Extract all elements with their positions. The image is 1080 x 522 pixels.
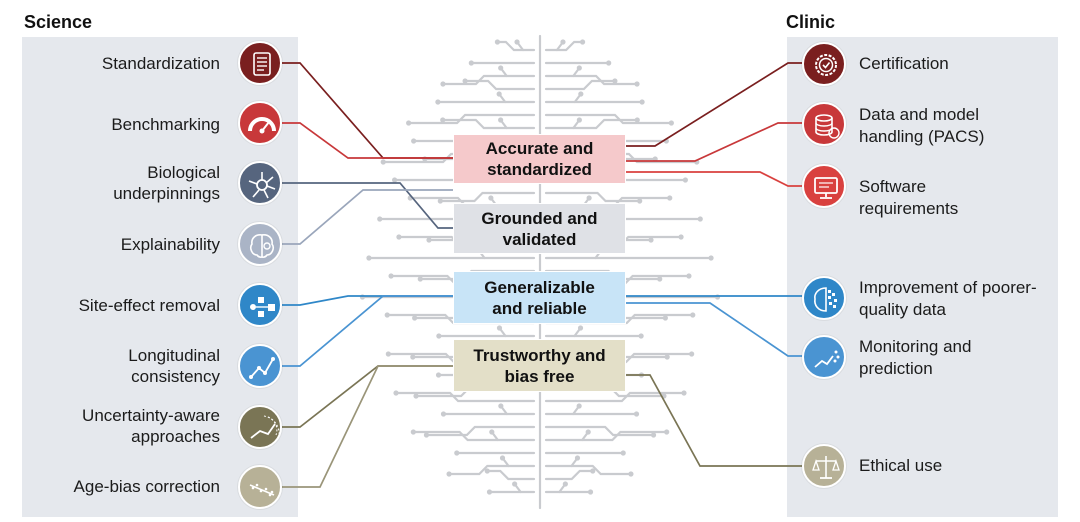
- science-label-standardization: Standardization: [101, 54, 220, 73]
- neuron-icon: [238, 161, 282, 205]
- center-box-generalizable: Generalizable and reliable: [453, 271, 626, 324]
- clinic-label-software: Software requirements: [859, 177, 959, 218]
- connector-line: [626, 122, 802, 162]
- brain-scan-icon: [802, 276, 846, 320]
- science-label-site-effect: Site-effect removal: [78, 296, 220, 315]
- uncertainty-plot-icon: [238, 405, 282, 449]
- center-box-label: Trustworthy and bias free: [473, 345, 606, 386]
- connector-line: [282, 365, 453, 428]
- center-box-label: Generalizable and reliable: [484, 277, 595, 318]
- science-label-benchmarking: Benchmarking: [111, 115, 220, 134]
- science-label-longitudinal: Longitudinal consistency: [128, 346, 220, 386]
- monitor-icon: [802, 164, 846, 208]
- science-label-explainability: Explainability: [120, 235, 220, 254]
- connector-line: [282, 182, 453, 229]
- database-icon: [802, 102, 846, 146]
- science-label-age-bias: Age-bias correction: [73, 477, 220, 496]
- clinic-label-data-model: Data and model handling (PACS): [859, 105, 985, 146]
- connector-line: [626, 302, 802, 357]
- clinic-label-improvement: Improvement of poorer-quality data: [859, 278, 1037, 319]
- connector-line: [626, 374, 802, 467]
- scales-icon: [802, 444, 846, 488]
- connector-line: [282, 365, 453, 488]
- connector-line: [282, 62, 453, 159]
- center-box-trustworthy: Trustworthy and bias free: [453, 339, 626, 392]
- trend-line-icon: [238, 344, 282, 388]
- gauge-icon: [238, 101, 282, 145]
- prediction-plot-icon: [802, 335, 846, 379]
- center-box-label: Accurate and standardized: [485, 139, 594, 179]
- science-heading: Science: [24, 12, 93, 32]
- document-list-icon: [238, 41, 282, 85]
- clinic-label-monitoring: Monitoring and prediction: [859, 337, 972, 378]
- connector-line: [626, 171, 802, 187]
- clinic-heading: Clinic: [786, 12, 836, 32]
- clinic-label-ethical: Ethical use: [859, 456, 943, 475]
- center-box-label: Grounded and validated: [481, 208, 598, 249]
- certificate-badge-icon: [802, 42, 846, 86]
- center-box-grounded: Grounded and validated: [453, 203, 626, 254]
- connector-line: [282, 122, 453, 159]
- clinic-label-certification: Certification: [859, 54, 949, 73]
- flowchart-icon: [238, 283, 282, 327]
- connector-line: [282, 189, 453, 245]
- center-box-accurate: Accurate and standardized: [453, 134, 626, 184]
- connector-line: [282, 295, 453, 306]
- science-label-biological: Biological underpinnings: [113, 163, 220, 203]
- brain-icon: [238, 222, 282, 266]
- science-label-uncertainty: Uncertainty-aware approaches: [82, 406, 220, 446]
- connector-line: [626, 62, 802, 147]
- regression-plot-icon: [238, 465, 282, 509]
- connector-line: [282, 295, 453, 367]
